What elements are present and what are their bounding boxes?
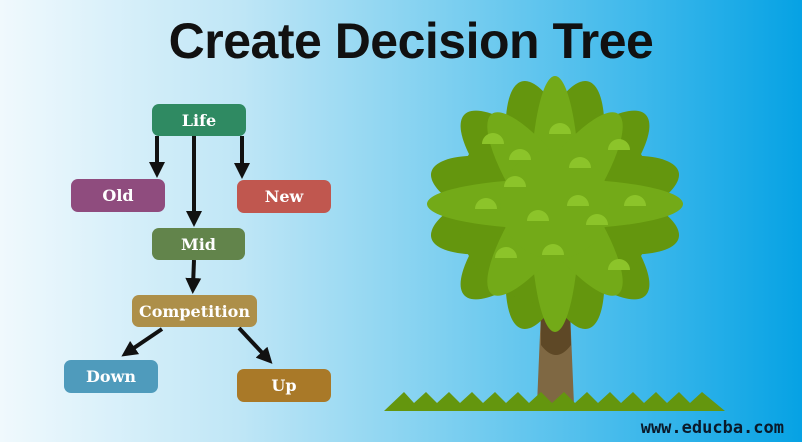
- node-mid: Mid: [152, 228, 245, 260]
- node-down: Down: [64, 360, 158, 393]
- edge-mid-competition: [185, 259, 202, 294]
- node-old: Old: [71, 179, 165, 212]
- edge-competition-up: [237, 326, 273, 364]
- node-competition: Competition: [132, 295, 257, 327]
- page-title: Create Decision Tree: [168, 13, 654, 69]
- footer-url: www.educba.com: [640, 418, 784, 438]
- grass: [384, 392, 725, 411]
- node-life: Life: [152, 104, 246, 136]
- edge-competition-down: [121, 327, 164, 357]
- node-up: Up: [237, 369, 331, 402]
- tree-fruits: [475, 123, 646, 270]
- node-new: New: [237, 180, 331, 213]
